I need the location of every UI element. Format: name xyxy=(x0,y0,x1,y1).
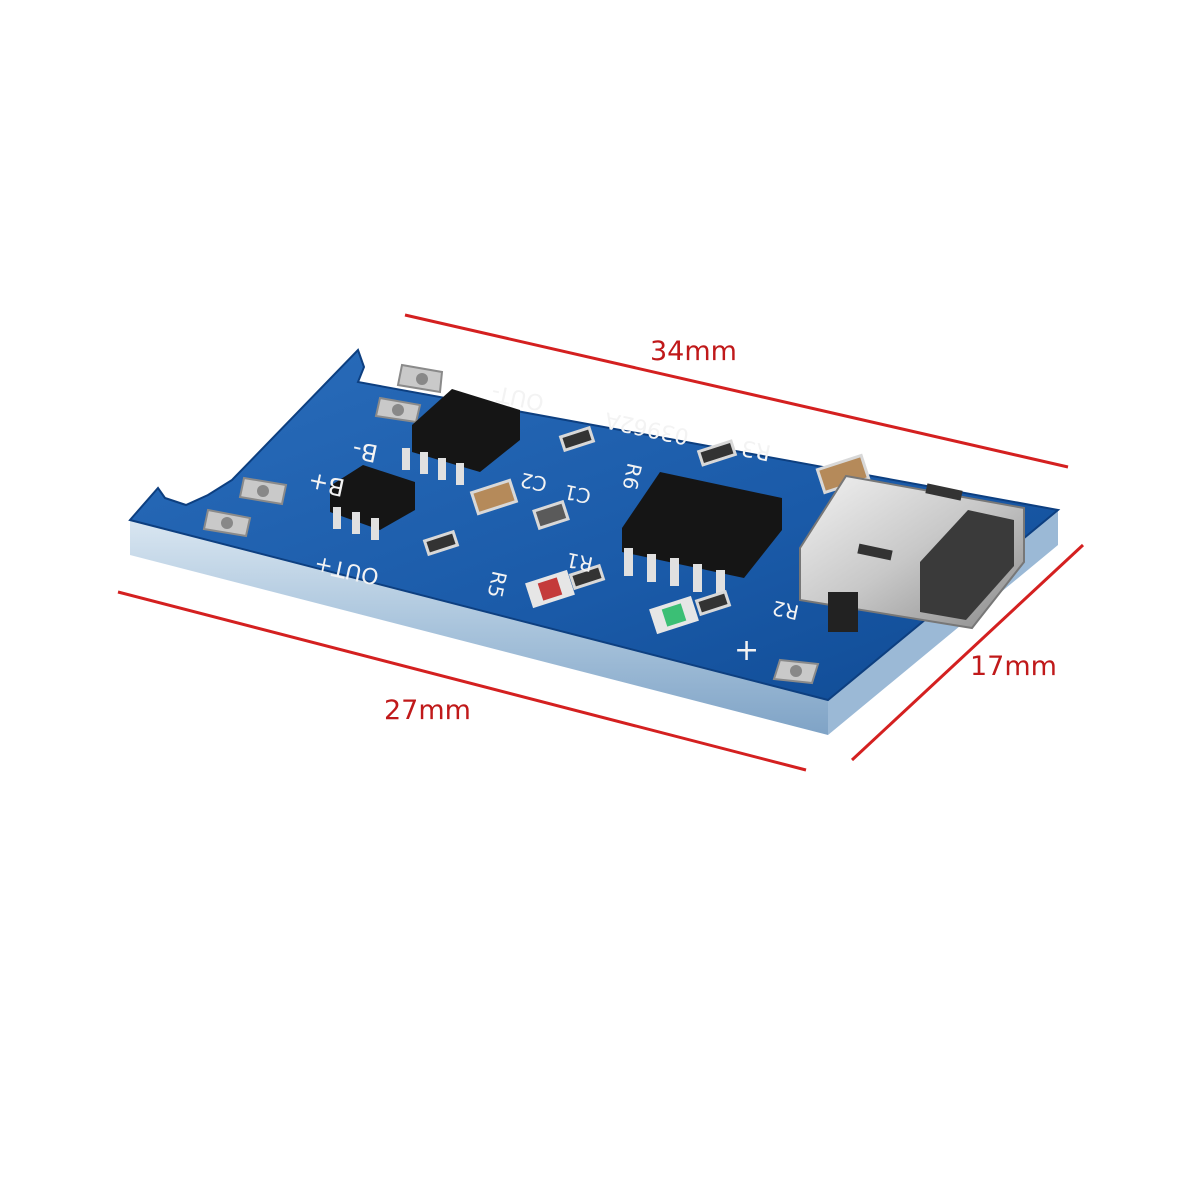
pcb-top xyxy=(128,348,1061,702)
passive-components xyxy=(422,425,871,617)
dimension-label-length: 34mm xyxy=(650,336,737,367)
label-b-minus: B- xyxy=(350,435,380,468)
led-green xyxy=(649,595,699,635)
label-r6: R6 xyxy=(618,461,647,492)
dimension-line-27mm xyxy=(117,590,807,772)
dimension-label-width: 27mm xyxy=(384,695,471,726)
label-r3: R3 xyxy=(739,434,773,465)
pcb-edge-front xyxy=(130,520,828,735)
dimension-label-depth: 17mm xyxy=(970,651,1057,682)
chip-mosfet xyxy=(330,465,415,540)
label-c2: C2 xyxy=(518,468,549,497)
label-c1: C1 xyxy=(562,480,593,509)
dimension-line-34mm xyxy=(404,313,1069,469)
chip-tp4056 xyxy=(622,472,782,598)
pcb-board: OUT- 03962A R3 B- B+ OUT+ R6 C1 C2 R5 R1… xyxy=(128,348,1061,735)
dimension-line-17mm xyxy=(850,543,1085,762)
label-r5: R5 xyxy=(483,569,512,600)
chip-dw01 xyxy=(402,389,520,485)
label-r2: R2 xyxy=(770,596,801,625)
micro-usb-port[interactable] xyxy=(799,474,1025,632)
led-red xyxy=(525,569,575,609)
label-r1: R1 xyxy=(564,548,595,577)
label-plus: + xyxy=(734,633,759,668)
